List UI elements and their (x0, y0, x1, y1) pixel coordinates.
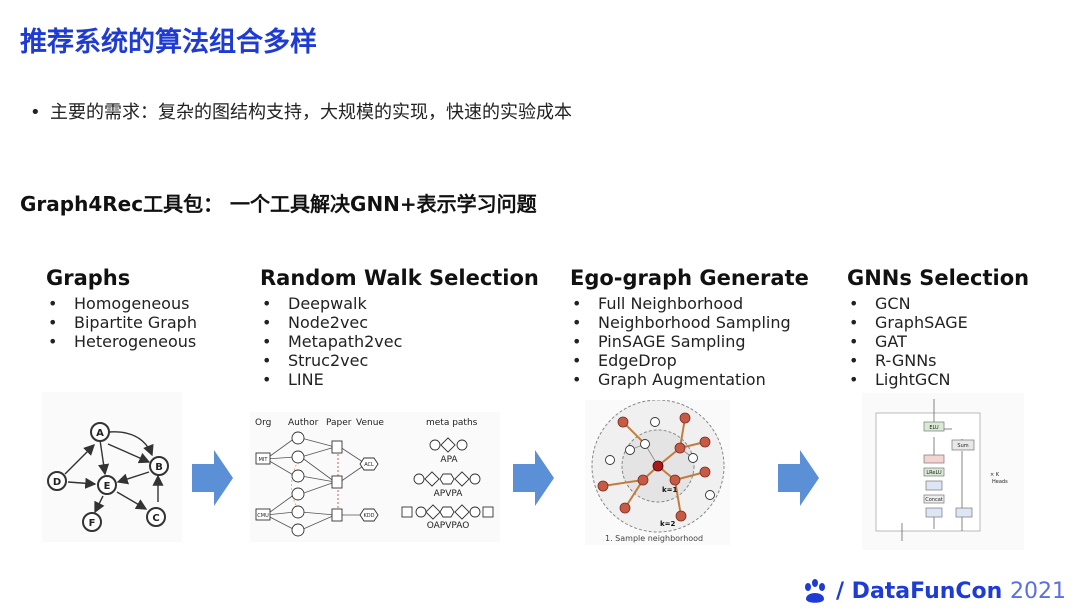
right-arrow-icon (192, 450, 233, 506)
brand-year: 2021 (1010, 578, 1066, 604)
heads-label: Heads (992, 479, 1008, 485)
list-item: EdgeDrop (570, 351, 809, 370)
paw-icon (804, 579, 825, 603)
column-list: Deepwalk Node2vec Metapath2vec Struc2vec… (260, 294, 539, 389)
ego-graph-diagram: k=1 k=2 1. Sample neighborhood (585, 400, 730, 545)
column-random-walk: Random Walk Selection Deepwalk Node2vec … (260, 266, 539, 389)
list-item: Bipartite Graph (46, 313, 197, 332)
column-list: Homogeneous Bipartite Graph Heterogeneou… (46, 294, 197, 351)
brand-name: / DataFunCon 2021 (836, 579, 1066, 604)
list-item: GCN (847, 294, 1029, 313)
metapath-header: Paper (326, 418, 352, 428)
graph-node (146, 507, 166, 527)
list-item: Heterogeneous (46, 332, 197, 351)
list-item: GAT (847, 332, 1029, 351)
node-label: C (152, 513, 159, 524)
column-heading: Ego-graph Generate (570, 266, 809, 290)
list-item: Graph Augmentation (570, 370, 809, 389)
venue-label: KDD (364, 513, 375, 519)
metapath-diagram: Org Author Paper Venue meta paths MIT CM… (250, 412, 500, 542)
meta-paths-title: meta paths (426, 418, 478, 428)
graph-node (149, 456, 169, 476)
metapath-header: Org (255, 418, 271, 428)
list-item: Neighborhood Sampling (570, 313, 809, 332)
times-k-label: × K (990, 472, 1000, 478)
metapath-header: Author (288, 418, 319, 428)
column-heading: Random Walk Selection (260, 266, 539, 290)
datafuncon-logo: / DataFunCon 2021 (802, 578, 1066, 604)
list-item: Node2vec (260, 313, 539, 332)
bullet-dot: • (30, 102, 41, 123)
node-label: B (155, 462, 163, 473)
requirement-bullet: • 主要的需求：复杂的图结构支持，大规模的实现，快速的实验成本 (30, 98, 572, 124)
hop-label: k=2 (660, 520, 676, 528)
list-item: PinSAGE Sampling (570, 332, 809, 351)
column-list: GCN GraphSAGE GAT R-GNNs LightGCN (847, 294, 1029, 389)
venue-label: ACL (364, 462, 374, 468)
column-heading: Graphs (46, 266, 131, 290)
graph-node (47, 471, 67, 491)
sum-label: Sum (957, 443, 968, 449)
column-graphs: Graphs Homogeneous Bipartite Graph Heter… (46, 266, 197, 351)
list-item: Full Neighborhood (570, 294, 809, 313)
node-label: D (53, 477, 61, 488)
node-label: A (96, 428, 104, 439)
concat-label: Concat (925, 497, 943, 503)
node-label: F (89, 518, 96, 529)
meta-path-label: OAPVPAO (427, 521, 470, 531)
column-heading: GNNs Selection (847, 266, 1030, 290)
lrelu-label: LReLU (926, 470, 942, 476)
list-item: LightGCN (847, 370, 1029, 389)
metapath-header: Venue (356, 418, 384, 428)
org-label: CMU (257, 513, 269, 519)
list-item: GraphSAGE (847, 313, 1029, 332)
graph-node (97, 475, 117, 495)
right-arrow-icon (513, 450, 554, 506)
toolkit-subtitle: Graph4Rec工具包： 一个工具解决GNN+表示学习问题 (20, 192, 537, 216)
list-item: Struc2vec (260, 351, 539, 370)
page-title: 推荐系统的算法组合多样 (20, 27, 317, 58)
graph-node (82, 512, 102, 532)
gnn-block-diagram: ELU Sum LReLU Concat × K Heads (862, 393, 1024, 550)
graph-node (90, 422, 110, 442)
list-item: Homogeneous (46, 294, 197, 313)
column-list: Full Neighborhood Neighborhood Sampling … (570, 294, 809, 389)
column-ego-graph: Ego-graph Generate Full Neighborhood Nei… (570, 266, 809, 389)
graph-diagram: A B D E F C (42, 392, 182, 542)
right-arrow-icon (778, 450, 819, 506)
ego-caption: 1. Sample neighborhood (605, 534, 703, 543)
meta-path-label: APVPA (434, 489, 464, 499)
list-item: LINE (260, 370, 539, 389)
hop-label: k=1 (662, 486, 678, 494)
column-gnns: GNNs Selection GCN GraphSAGE GAT R-GNNs … (847, 266, 1029, 389)
elu-label: ELU (929, 425, 939, 431)
meta-path-label: APA (440, 455, 458, 465)
node-label: E (104, 481, 111, 492)
list-item: Metapath2vec (260, 332, 539, 351)
org-label: MIT (259, 457, 269, 463)
list-item: Deepwalk (260, 294, 539, 313)
brand-text: / DataFunCon (835, 578, 1003, 604)
requirement-text: 主要的需求：复杂的图结构支持，大规模的实现，快速的实验成本 (50, 102, 572, 123)
list-item: R-GNNs (847, 351, 1029, 370)
